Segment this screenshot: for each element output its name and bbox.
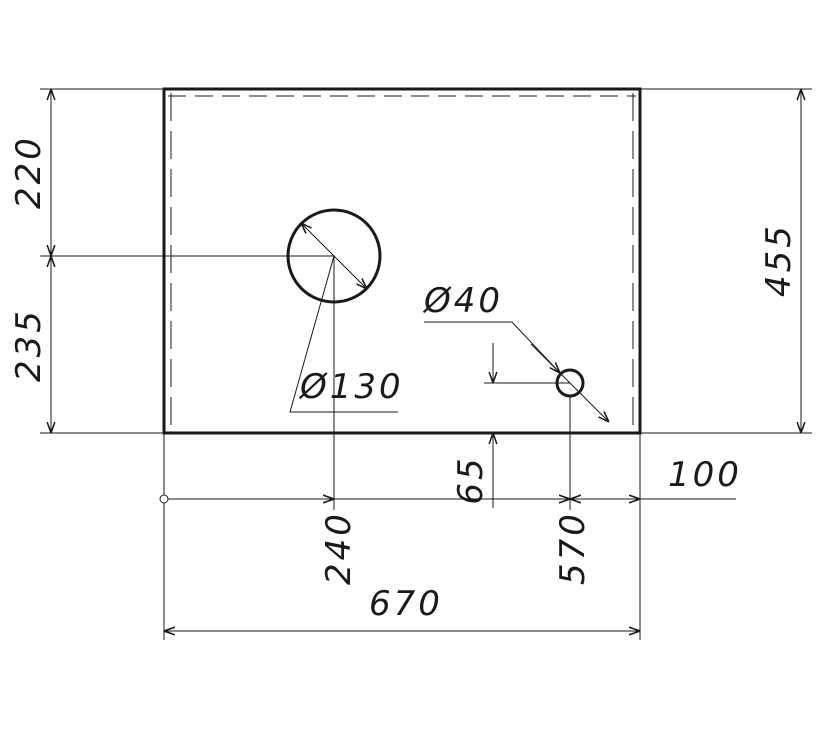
dimension-235-label: 235 [9,308,49,382]
dimension-65: 65 [451,343,570,508]
dimension-left: 220 235 [9,88,334,434]
dimension-width: 670 [164,584,640,631]
hole-small-diameter-label: Ø40 [422,281,503,321]
dimension-right: 455 [640,88,812,434]
dimension-220-label: 220 [9,135,49,209]
dimension-bottom-ordinate: 240 570 100 [159,256,742,640]
hole-large-diameter-label: Ø130 [298,367,404,407]
hole-large: Ø130 [286,208,404,413]
dimension-670-label: 670 [369,584,443,624]
panel [162,87,642,435]
hole-large-leader [289,255,398,413]
dimension-65-label: 65 [451,455,491,504]
dimension-100-label: 100 [668,455,742,495]
dimension-455-label: 455 [759,223,799,297]
panel-outline [162,87,642,435]
dimension-570-label: 570 [553,511,593,585]
dimension-240-label: 240 [319,511,359,585]
ordinate-origin [159,494,169,504]
hole-small: Ø40 [422,281,609,422]
hole-small-leader [424,321,560,373]
